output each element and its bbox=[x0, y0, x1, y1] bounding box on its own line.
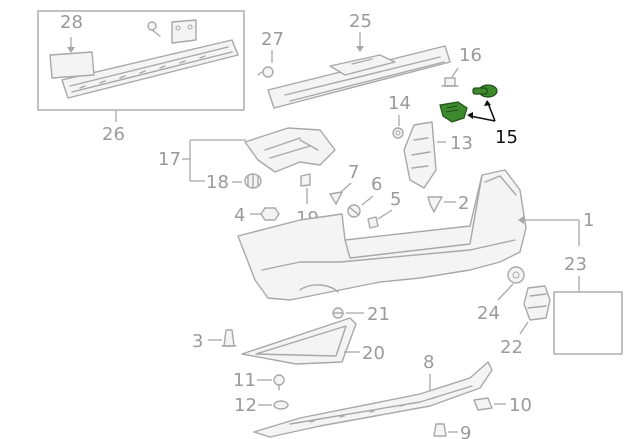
callout-24[interactable]: 24 bbox=[477, 303, 500, 324]
callout-8[interactable]: 8 bbox=[423, 352, 434, 373]
callout-10[interactable]: 10 bbox=[509, 395, 532, 416]
part-10-clip[interactable] bbox=[473, 397, 493, 411]
callout-22[interactable]: 22 bbox=[500, 337, 523, 358]
callout-16[interactable]: 16 bbox=[459, 45, 482, 66]
callout-11[interactable]: 11 bbox=[233, 370, 256, 391]
part-18-clip[interactable] bbox=[244, 173, 262, 189]
part-27-bolt[interactable] bbox=[257, 66, 274, 78]
bumper-reinforcement-part[interactable] bbox=[61, 19, 239, 99]
part-21-screw[interactable] bbox=[332, 307, 344, 319]
callout-6[interactable]: 6 bbox=[371, 174, 382, 195]
part-6-bolt[interactable] bbox=[347, 204, 361, 218]
reinforcement-group-box bbox=[37, 10, 245, 111]
part-3-clip[interactable] bbox=[221, 329, 237, 347]
part-15-bracket[interactable] bbox=[439, 101, 468, 123]
part-25-absorber[interactable] bbox=[267, 45, 451, 109]
callout-2[interactable]: 2 bbox=[458, 193, 469, 214]
part-16-clip[interactable] bbox=[441, 77, 459, 87]
callout-25[interactable]: 25 bbox=[349, 11, 372, 32]
callout-26[interactable]: 26 bbox=[102, 124, 125, 145]
callout-7[interactable]: 7 bbox=[348, 162, 359, 183]
leader-15-b bbox=[469, 115, 496, 122]
part-23-box[interactable] bbox=[553, 291, 623, 355]
callout-9[interactable]: 9 bbox=[460, 423, 471, 439]
callout-3[interactable]: 3 bbox=[192, 331, 203, 352]
part-17-bracket[interactable] bbox=[244, 127, 336, 173]
part-14-nut[interactable] bbox=[392, 127, 404, 139]
part-12-clip[interactable] bbox=[273, 400, 289, 410]
callout-13[interactable]: 13 bbox=[450, 133, 473, 154]
callout-1[interactable]: 1 bbox=[583, 210, 594, 231]
callout-14[interactable]: 14 bbox=[388, 93, 411, 114]
part-19-clip[interactable] bbox=[300, 173, 311, 187]
callout-18[interactable]: 18 bbox=[206, 172, 229, 193]
part-15-retainer-pin[interactable] bbox=[472, 84, 498, 98]
callout-5[interactable]: 5 bbox=[390, 189, 401, 210]
callout-17[interactable]: 17 bbox=[158, 149, 181, 170]
callout-12[interactable]: 12 bbox=[234, 395, 257, 416]
callout-20[interactable]: 20 bbox=[362, 343, 385, 364]
callout-21[interactable]: 21 bbox=[367, 304, 390, 325]
callout-15[interactable]: 15 bbox=[495, 127, 518, 148]
leader-15-a bbox=[487, 102, 496, 122]
part-22-retainer[interactable] bbox=[523, 285, 551, 321]
callout-23[interactable]: 23 bbox=[564, 254, 587, 275]
callout-28[interactable]: 28 bbox=[60, 12, 83, 33]
part-28-pad[interactable] bbox=[49, 51, 95, 79]
part-24-sensor[interactable] bbox=[507, 266, 525, 284]
part-4-nut[interactable] bbox=[260, 207, 280, 221]
part-2-fastener[interactable] bbox=[427, 196, 443, 213]
callout-27[interactable]: 27 bbox=[261, 29, 284, 50]
part-5-nut[interactable] bbox=[367, 216, 379, 229]
part-7-screw[interactable] bbox=[329, 191, 343, 205]
part-13-side-bracket[interactable] bbox=[403, 121, 437, 189]
callout-4[interactable]: 4 bbox=[234, 205, 245, 226]
part-11-screw[interactable] bbox=[273, 374, 285, 391]
part-20-reflector[interactable] bbox=[241, 317, 357, 365]
part-1-bumper-cover[interactable] bbox=[237, 169, 527, 301]
part-8-lower-spoiler[interactable] bbox=[253, 361, 493, 438]
part-9-clip[interactable] bbox=[433, 423, 447, 437]
